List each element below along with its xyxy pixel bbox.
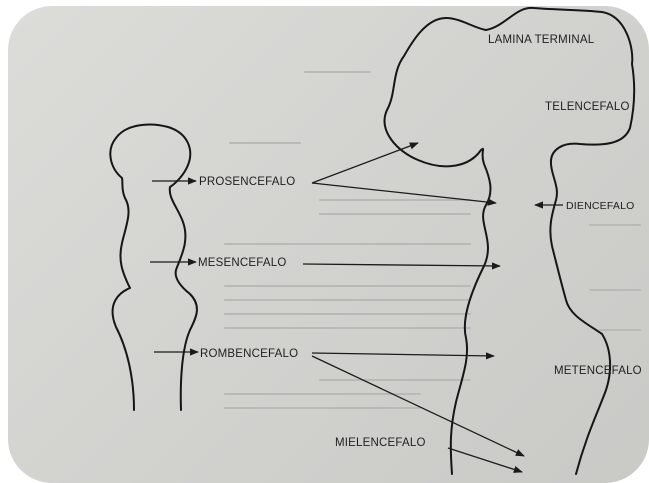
label-metencefalo: METENCEFALO (554, 365, 642, 377)
label-diencefalo: DIENCEFALO (566, 200, 635, 212)
label-lamina-terminal: LAMINA TERMINAL (488, 34, 595, 46)
five-vesicle-outline (385, 8, 635, 474)
arrow-mielencefalo (448, 448, 522, 472)
label-mielencefalo: MIELENCEFALO (335, 437, 426, 449)
label-mesencefalo: MESENCEFALO (198, 257, 286, 269)
arrow-prosencefalo-telencefalo (312, 143, 418, 183)
arrow-mesencefalo-right (303, 264, 500, 266)
labels: PROSENCEFALO MESENCEFALO ROMBENCEFALO LA… (198, 34, 642, 449)
label-prosencefalo: PROSENCEFALO (199, 176, 295, 188)
label-telencefalo: TELENCEFALO (545, 101, 630, 113)
label-rombencefalo: ROMBENCEFALO (200, 348, 298, 360)
arrows (150, 143, 563, 472)
three-vesicle-outline (110, 125, 197, 410)
